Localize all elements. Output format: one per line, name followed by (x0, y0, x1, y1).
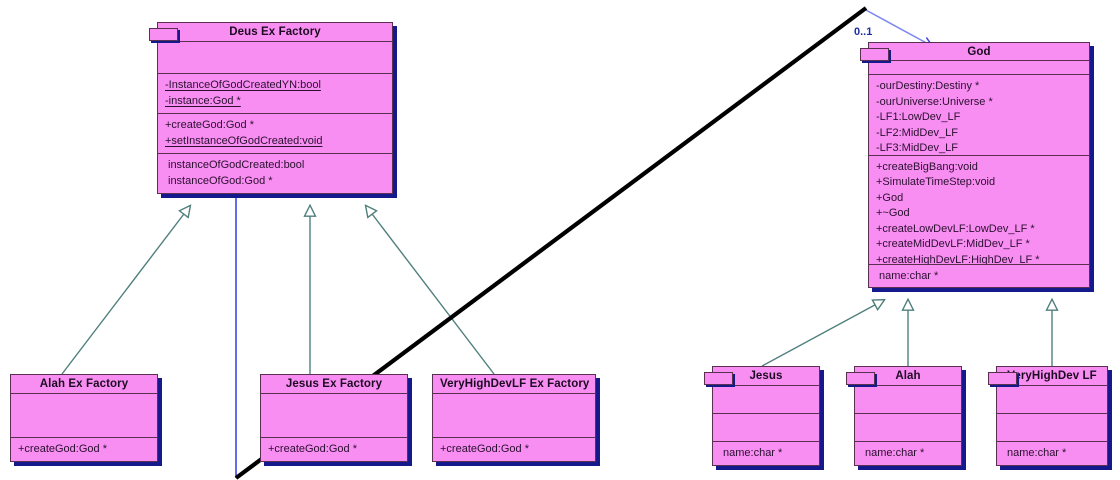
attributes-item: -instance:God * (165, 94, 241, 107)
generalization-edges-right (761, 300, 1052, 367)
class-name-god: God (869, 43, 1089, 62)
class-tab-decorator-icon (704, 372, 733, 385)
attributes-item: -LF2:MidDev_LF (876, 126, 958, 139)
class-name-deus-ex-factory: Deus Ex Factory (158, 23, 392, 42)
empty-compartment (11, 394, 157, 438)
responsibilities-item: instanceOfGodCreated:bool (168, 159, 305, 171)
responsibilities-item: name:char * (1007, 446, 1067, 459)
attributes-item: -ourDestiny:Destiny * (876, 80, 980, 93)
responsibilities-compartment-alah: name:char * (855, 442, 961, 466)
empty-compartment (713, 414, 819, 442)
generalization-veryhighdevlf-ex-factory-to-deus-ex-factory (366, 206, 495, 375)
class-name-veryhighdevlf-ex-factory: VeryHighDevLF Ex Factory (433, 375, 595, 394)
operations-item: +createMidDevLF:MidDev_LF * (876, 238, 1030, 251)
uml-class-alah[interactable]: Alah name:char * (846, 366, 962, 466)
class-name-veryhighdev-lf: VeryHighDev LF (997, 367, 1107, 386)
operations-item: +createGod:God * (440, 442, 529, 455)
class-tab-decorator-icon (988, 372, 1017, 385)
class-tab-decorator-icon (846, 372, 875, 385)
empty-compartment (855, 414, 961, 442)
operations-item: +~God (876, 207, 910, 220)
attributes-compartment-god: -ourDestiny:Destiny * -ourUniverse:Univer… (869, 75, 1089, 156)
empty-compartment (713, 386, 819, 414)
operations-compartment-alah-ex-factory: +createGod:God * (11, 438, 157, 462)
class-name-alah-ex-factory: Alah Ex Factory (11, 375, 157, 394)
generalization-jesus-to-god (761, 300, 884, 367)
responsibilities-item: instanceOfGod:God * (168, 174, 273, 187)
responsibilities-compartment-jesus: name:char * (713, 442, 819, 466)
empty-compartment (855, 386, 961, 414)
empty-compartment (869, 61, 1089, 76)
operations-item: +createLowDevLF:LowDev_LF * (876, 222, 1035, 235)
attributes-item: -LF1:LowDev_LF (876, 111, 961, 124)
operations-item: +SimulateTimeStep:void (876, 176, 996, 189)
operations-item: +createGod:God * (268, 442, 357, 455)
responsibilities-compartment-deus-ex-factory: instanceOfGodCreated:bool instanceOfGod:G… (158, 154, 392, 193)
operations-compartment-jesus-ex-factory: +createGod:God * (261, 438, 407, 462)
generalization-edges-left (61, 206, 495, 375)
operations-item: +createGod:God * (18, 442, 107, 455)
uml-class-veryhighdevlf-ex-factory[interactable]: VeryHighDevLF Ex Factory +createGod:God * (432, 374, 596, 462)
empty-compartment (997, 386, 1107, 414)
operations-item: +createHighDevLF:HighDev_LF * (876, 253, 1040, 265)
empty-compartment (261, 394, 407, 438)
responsibilities-item: name:char * (723, 446, 783, 459)
attributes-item: -ourUniverse:Universe * (876, 95, 993, 108)
responsibilities-item: name:char * (879, 269, 939, 282)
class-tab-decorator-icon (860, 48, 889, 61)
empty-compartment (158, 42, 392, 74)
attributes-item: -LF3:MidDev_LF (876, 142, 958, 155)
attributes-item: -InstanceOfGodCreatedYN:bool (165, 79, 321, 91)
empty-compartment (997, 414, 1107, 442)
class-tab-decorator-icon (149, 28, 178, 41)
responsibilities-compartment-god: name:char * (869, 265, 1089, 287)
responsibilities-item: name:char * (865, 446, 925, 459)
uml-class-god[interactable]: God -ourDestiny:Destiny * -ourUniverse:Uni… (860, 42, 1090, 288)
operations-compartment-god: +createBigBang:void +SimulateTimeStep:voi… (869, 156, 1089, 265)
generalization-alah-ex-factory-to-deus-ex-factory (61, 206, 190, 375)
uml-class-veryhighdev-lf[interactable]: VeryHighDev LF name:char * (988, 366, 1108, 466)
uml-class-jesus-ex-factory[interactable]: Jesus Ex Factory +createGod:God * (260, 374, 408, 462)
operations-item: +createBigBang:void (876, 160, 978, 173)
uml-class-alah-ex-factory[interactable]: Alah Ex Factory +createGod:God * (10, 374, 158, 462)
association-arrow-to-god (863, 8, 934, 47)
operations-item: +createGod:God * (165, 119, 254, 131)
class-name-jesus-ex-factory: Jesus Ex Factory (261, 375, 407, 394)
responsibilities-compartment-veryhighdev-lf: name:char * (997, 442, 1107, 466)
class-name-alah: Alah (855, 367, 961, 386)
attributes-compartment-deus-ex-factory: -InstanceOfGodCreatedYN:bool -instance:Go… (158, 74, 392, 114)
empty-compartment (433, 394, 595, 438)
operations-compartment-veryhighdevlf-ex-factory: +createGod:God * (433, 438, 595, 462)
operations-item: +God (876, 191, 904, 204)
operations-compartment-deus-ex-factory: +createGod:God * +setInstanceOfGodCreated… (158, 114, 392, 154)
uml-class-deus-ex-factory[interactable]: Deus Ex Factory -InstanceOfGodCreatedYN:b… (149, 22, 393, 194)
operations-item: +setInstanceOfGodCreated:void (165, 134, 323, 147)
association-multiplicity-label: 0..1 (854, 26, 873, 38)
